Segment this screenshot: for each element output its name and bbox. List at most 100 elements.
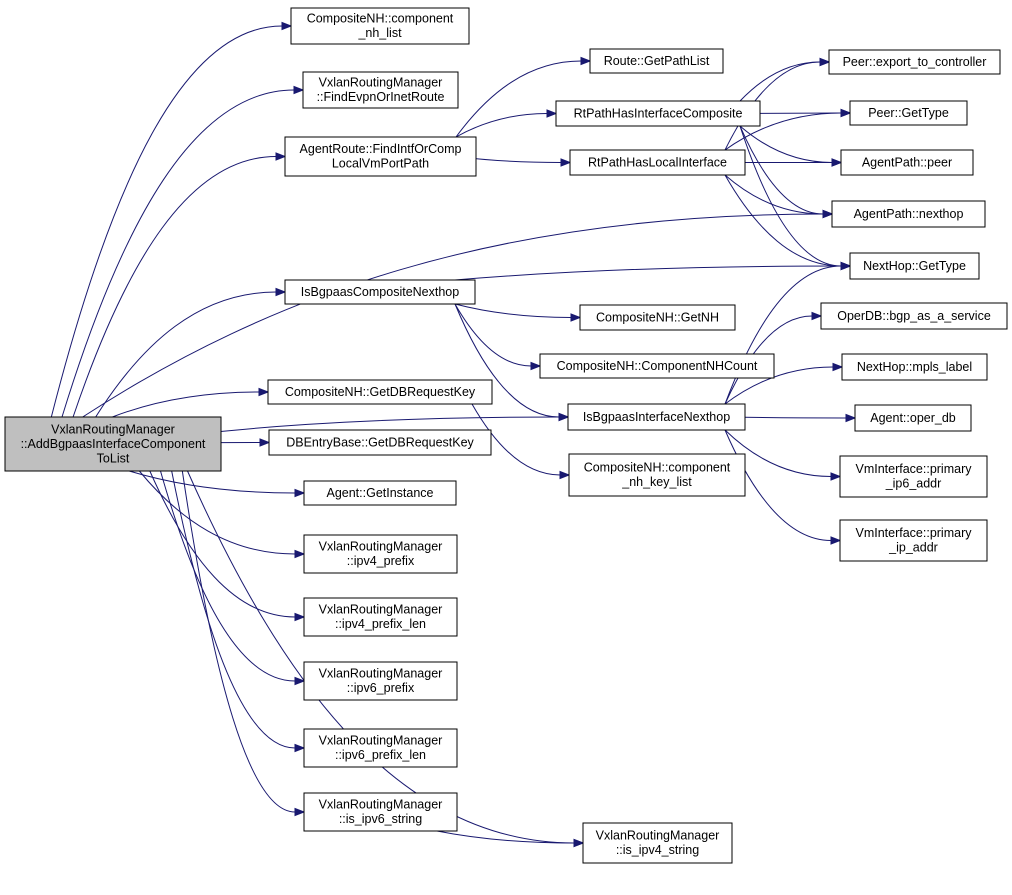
node-nexthop-gettype[interactable]: NextHop::GetType [849, 252, 980, 280]
edge-line [454, 303, 532, 367]
edge-line [739, 125, 833, 163]
function-nodes: VxlanRoutingManager::AddBgpaasInterfaceC… [4, 7, 1008, 864]
edge-line [50, 25, 283, 418]
node-box [831, 200, 986, 228]
arrowhead [831, 158, 843, 167]
call-edges [50, 21, 857, 848]
node-rt-has-intf-comp[interactable]: RtPathHasInterfaceComposite [555, 100, 761, 127]
node-label: ::ipv4_prefix [347, 554, 415, 568]
arrowhead [830, 536, 842, 545]
node-label: AgentPath::peer [862, 155, 952, 169]
edge-root-to-is-ipv6-string [181, 470, 306, 817]
node-agentpath-peer[interactable]: AgentPath::peer [840, 149, 974, 176]
node-label: LocalVmPortPath [332, 157, 429, 171]
node-label: VxlanRoutingManager [319, 540, 443, 554]
edge-root-to-is-bgpaas-comp [95, 287, 287, 418]
arrowhead [580, 56, 592, 66]
edge-rt-has-intf-comp-to-peer-export [739, 57, 831, 102]
node-label: VxlanRoutingManager [596, 829, 720, 843]
node-box [839, 519, 988, 562]
node-box [841, 353, 988, 381]
node-box [567, 403, 746, 431]
node-label: VxlanRoutingManager [319, 667, 443, 681]
node-get-db-req-key[interactable]: CompositeNH::GetDBRequestKey [267, 379, 493, 405]
node-peer-export[interactable]: Peer::export_to_controller [828, 49, 1001, 75]
node-operdb-bgp[interactable]: OperDB::bgp_as_a_service [820, 302, 1008, 330]
node-box [539, 353, 775, 379]
node-label: Agent::oper_db [870, 411, 956, 425]
node-box [290, 7, 470, 45]
arrowhead [294, 612, 306, 622]
node-get-instance[interactable]: Agent::GetInstance [303, 480, 457, 506]
node-agentpath-nexthop[interactable]: AgentPath::nexthop [831, 200, 986, 228]
node-rt-has-local-intf[interactable]: RtPathHasLocalInterface [569, 149, 746, 176]
edge-line [724, 61, 821, 151]
node-find-intf[interactable]: AgentRoute::FindIntfOrCompLocalVmPortPat… [284, 136, 477, 177]
node-label: VxlanRoutingManager [51, 422, 175, 436]
node-label: ::FindEvpnOrInetRoute [317, 90, 445, 104]
node-is-bgpaas-comp[interactable]: IsBgpaasCompositeNexthop [284, 279, 476, 305]
node-label: _ip_addr [888, 541, 938, 555]
node-comp-getnh[interactable]: CompositeNH::GetNH [579, 304, 736, 331]
node-is-ipv6-string[interactable]: VxlanRoutingManager::is_ipv6_string [303, 792, 458, 832]
node-box [589, 48, 724, 74]
edge-line [95, 291, 277, 418]
edge-is-bgpaas-intf-to-vmi-ip [724, 429, 842, 545]
edge-line [149, 470, 296, 618]
edge-find-intf-to-route-getpathlist [455, 56, 592, 138]
edge-line [739, 125, 824, 215]
node-nexthop-mpls[interactable]: NextHop::mpls_label [841, 353, 988, 381]
edge-line [739, 125, 842, 267]
node-box [303, 480, 457, 506]
arrowhead [546, 109, 558, 118]
node-label: IsBgpaasInterfaceNexthop [583, 410, 730, 424]
edge-root-to-comp-nh-list [50, 21, 293, 418]
node-agent-oper-db[interactable]: Agent::oper_db [854, 404, 972, 432]
node-label: _ip6_addr [885, 477, 942, 491]
node-label: VmInterface::primary [855, 526, 972, 540]
node-peer-gettype[interactable]: Peer::GetType [849, 100, 968, 126]
node-is-ipv4-string[interactable]: VxlanRoutingManager::is_ipv4_string [582, 822, 733, 864]
node-box [582, 822, 733, 864]
node-ipv4-prefix[interactable]: VxlanRoutingManager::ipv4_prefix [303, 534, 458, 574]
node-label: CompositeNH::ComponentNHCount [557, 359, 758, 373]
node-label: ToList [97, 451, 130, 465]
node-ipv6-prefix[interactable]: VxlanRoutingManager::ipv6_prefix [303, 661, 458, 701]
node-label: Route::GetPathList [604, 54, 710, 68]
arrowhead [570, 313, 582, 322]
node-label: OperDB::bgp_as_a_service [837, 309, 991, 323]
node-ipv4-prefix-len[interactable]: VxlanRoutingManager::ipv4_prefix_len [303, 597, 458, 637]
node-comp-key-list[interactable]: CompositeNH::component_nh_key_list [568, 453, 746, 497]
node-comp-nh-list[interactable]: CompositeNH::component_nh_list [290, 7, 470, 45]
node-root[interactable]: VxlanRoutingManager::AddBgpaasInterfaceC… [4, 416, 222, 472]
edge-line [454, 303, 560, 418]
node-box [267, 379, 493, 405]
node-label: NextHop::mpls_label [857, 360, 972, 374]
node-label: _nh_list [357, 26, 402, 40]
node-find-evpn[interactable]: VxlanRoutingManager::FindEvpnOrInetRoute [302, 71, 459, 109]
node-box [828, 49, 1001, 75]
node-ipv6-prefix-len[interactable]: VxlanRoutingManager::ipv6_prefix_len [303, 728, 458, 768]
node-label: AgentPath::nexthop [854, 207, 964, 221]
node-label: ::is_ipv6_string [339, 812, 422, 826]
node-box [303, 661, 458, 701]
node-box [284, 136, 477, 177]
node-label: ::is_ipv4_string [616, 843, 699, 857]
arrowhead [558, 412, 570, 422]
edge-root-to-ipv6-prefix [160, 470, 306, 686]
node-comp-count[interactable]: CompositeNH::ComponentNHCount [539, 353, 775, 379]
edge-line [436, 830, 575, 844]
node-route-getpathlist[interactable]: Route::GetPathList [589, 48, 724, 74]
node-label: DBEntryBase::GetDBRequestKey [286, 435, 474, 449]
node-is-bgpaas-intf[interactable]: IsBgpaasInterfaceNexthop [567, 403, 746, 431]
edge-line [82, 213, 824, 418]
node-label: CompositeNH::component [584, 461, 731, 475]
edge-rt-has-local-intf-to-peer-export [724, 57, 831, 151]
node-vmi-ip[interactable]: VmInterface::primary_ip_addr [839, 519, 988, 562]
edge-get-db-req-key-to-comp-key-list [471, 403, 571, 480]
node-dbentry-key[interactable]: DBEntryBase::GetDBRequestKey [268, 429, 492, 456]
node-label: VxlanRoutingManager [319, 603, 443, 617]
node-vmi-ip6[interactable]: VmInterface::primary_ip6_addr [839, 455, 988, 498]
node-box [854, 404, 972, 432]
node-label: VxlanRoutingManager [319, 734, 443, 748]
